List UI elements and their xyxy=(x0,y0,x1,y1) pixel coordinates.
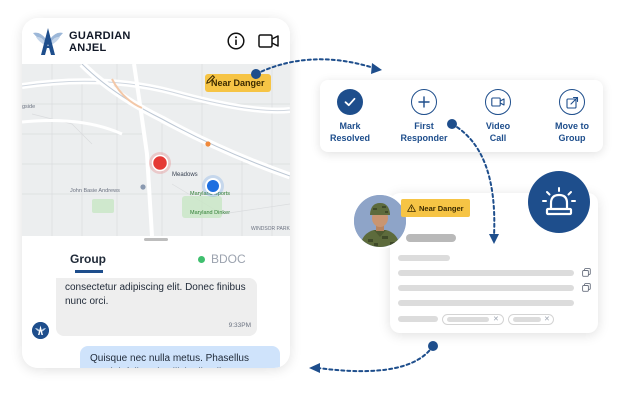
flow-arrowhead xyxy=(309,363,320,373)
incoming-message-text: consectetur adipiscing elit. Donec finib… xyxy=(65,282,246,307)
tab-bdoc-label: BDOC xyxy=(211,252,246,266)
flow-start-dot xyxy=(251,69,261,79)
alert-near-danger-label: Near Danger xyxy=(419,203,464,213)
map-label-maryland-1: Maryland Sports xyxy=(190,191,231,197)
video-call-label-1: Video xyxy=(485,121,511,131)
first-responder-label-1: First xyxy=(414,121,434,131)
first-responder-label-2: Responder xyxy=(400,133,448,143)
siren-icon xyxy=(542,187,576,216)
map-roads xyxy=(22,64,290,236)
copy-icon[interactable] xyxy=(582,283,591,292)
alert-near-danger-chip: Near Danger xyxy=(401,199,470,217)
move-to-group-label-2: Group xyxy=(558,133,586,143)
move-to-group-label-1: Move to xyxy=(554,121,589,131)
placeholder-name-bar xyxy=(406,234,456,242)
danger-marker[interactable] xyxy=(148,151,172,175)
warning-triangle-icon xyxy=(407,204,416,212)
map-label-park: John Basie Andrews xyxy=(70,188,120,194)
sheet-drag-handle[interactable] xyxy=(144,238,168,241)
flow-start-dot xyxy=(447,119,457,129)
mark-resolved-button[interactable]: Mark Resolved xyxy=(320,89,380,144)
first-responder-button[interactable]: First Responder xyxy=(394,89,454,144)
brand-name: GUARDIAN ANJEL xyxy=(69,30,131,54)
guardian-anjel-logo xyxy=(33,28,63,55)
plus-icon xyxy=(411,89,437,115)
brand-line-2: ANJEL xyxy=(69,42,107,54)
soldier-avatar xyxy=(352,193,408,249)
phone-screen: GUARDIAN ANJEL xyxy=(22,18,290,368)
mark-resolved-label-1: Mark xyxy=(339,121,361,131)
active-tab-indicator xyxy=(75,270,103,273)
incoming-message-bubble: consectetur adipiscing elit. Donec finib… xyxy=(56,278,257,336)
video-call-label-2: Call xyxy=(489,133,507,143)
message-time: 9:33PM xyxy=(228,322,251,329)
tab-bdoc[interactable]: BDOC xyxy=(198,252,246,266)
online-status-dot xyxy=(198,255,205,263)
remove-tag-icon[interactable]: ✕ xyxy=(493,316,499,323)
info-icon[interactable] xyxy=(227,32,245,50)
tag-pill-text xyxy=(513,317,541,322)
placeholder-line xyxy=(398,316,438,322)
outgoing-message-bubble: Quisque nec nulla metus. Phasellus susci… xyxy=(80,346,280,368)
brand-line-1: GUARDIAN xyxy=(69,30,131,42)
check-icon xyxy=(337,89,363,115)
placeholder-line xyxy=(398,255,450,261)
app-header: GUARDIAN ANJEL xyxy=(22,18,290,64)
tag-pill-text xyxy=(447,317,489,322)
placeholder-line xyxy=(398,285,574,291)
user-location-marker[interactable] xyxy=(201,174,225,198)
sender-avatar xyxy=(32,322,49,339)
pencil-icon[interactable] xyxy=(205,74,216,85)
placeholder-line xyxy=(398,300,574,306)
map-label-windsor: WINDSOR PARK xyxy=(251,226,290,232)
video-camera-icon[interactable] xyxy=(258,34,280,48)
map-label-meadows: Meadows xyxy=(172,172,198,178)
map-label-gside: gside xyxy=(22,104,36,110)
placeholder-line xyxy=(398,270,574,276)
near-danger-label: Near Danger xyxy=(211,78,265,88)
move-to-group-button[interactable]: Move to Group xyxy=(542,89,602,144)
copy-icon[interactable] xyxy=(582,268,591,277)
video-camera-icon xyxy=(485,89,511,115)
alert-actions-card: Mark Resolved First Responder Video Call… xyxy=(320,80,603,152)
flow-arrowhead xyxy=(489,234,499,244)
mark-resolved-label-2: Resolved xyxy=(329,133,371,143)
siren-badge xyxy=(528,171,590,233)
flow-arrowhead xyxy=(371,63,382,74)
map-label-maryland-2: Maryland Dinker xyxy=(190,210,231,216)
tag-pill[interactable]: ✕ xyxy=(508,314,554,325)
remove-tag-icon[interactable]: ✕ xyxy=(544,316,550,323)
place-pin-icon xyxy=(205,141,211,147)
outgoing-message-text: Quisque nec nulla metus. Phasellus susci… xyxy=(90,353,249,368)
place-pin-icon xyxy=(140,184,146,190)
move-arrow-icon xyxy=(559,89,585,115)
flow-start-dot xyxy=(428,341,438,351)
video-call-button[interactable]: Video Call xyxy=(468,89,528,144)
tab-group[interactable]: Group xyxy=(70,252,106,266)
tag-pill[interactable]: ✕ xyxy=(442,314,504,325)
map-view[interactable]: gside Meadows John Basie Andrews Marylan… xyxy=(22,64,290,236)
chat-sheet: Group BDOC consectetur adipiscing elit. … xyxy=(22,236,290,368)
